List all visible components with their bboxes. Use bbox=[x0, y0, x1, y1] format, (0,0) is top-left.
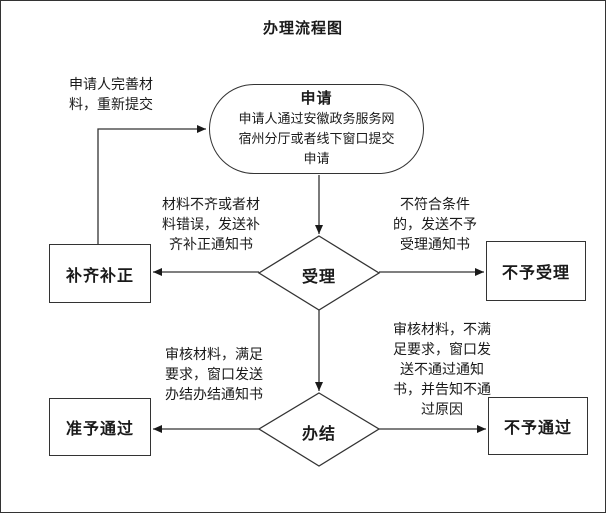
node-finish-diamond bbox=[257, 392, 381, 467]
edge-supplement-to-apply bbox=[97, 125, 206, 244]
node-accept-label: 受理 bbox=[301, 269, 336, 286]
node-approve-label: 准予通过 bbox=[65, 421, 134, 438]
node-reject-accept: 不予受理 bbox=[486, 241, 586, 301]
edge-label-fail: 审核材料，不满 足要求，窗口发 送不通过通知 书，并告知不通 过原因 bbox=[393, 321, 491, 417]
page-title: 办理流程图 bbox=[262, 20, 343, 37]
node-accept-diamond bbox=[257, 235, 381, 311]
edge-label-incomplete: 材料不齐或者材 料错误，发送补 齐补正通知书 bbox=[162, 196, 260, 252]
edge-label-pass: 审核材料，满足 要求，窗口发送 办结办结通知书 bbox=[165, 346, 263, 402]
node-finish-label: 办结 bbox=[301, 426, 336, 443]
node-supplement-label: 补齐补正 bbox=[65, 267, 134, 285]
node-apply-title: 申请 bbox=[300, 90, 333, 107]
edge-label-not-qualified: 不符合条件 的，发送不予 受理通知书 bbox=[393, 196, 477, 252]
node-reject-accept-label: 不予受理 bbox=[501, 265, 570, 282]
node-reject-pass: 不予通过 bbox=[488, 397, 588, 455]
node-reject-pass-label: 不予通过 bbox=[503, 420, 572, 437]
node-apply-body: 申请人通过安徽政务服务网 宿州分厅或者线下窗口提交 申请 bbox=[238, 111, 395, 166]
node-approve: 准予通过 bbox=[49, 398, 151, 456]
edge-label-resubmit: 申请人完善材 料，重新提交 bbox=[69, 76, 153, 112]
node-apply: 申请 申请人通过安徽政务服务网 宿州分厅或者线下窗口提交 申请 bbox=[209, 84, 424, 174]
node-supplement: 补齐补正 bbox=[49, 244, 151, 303]
